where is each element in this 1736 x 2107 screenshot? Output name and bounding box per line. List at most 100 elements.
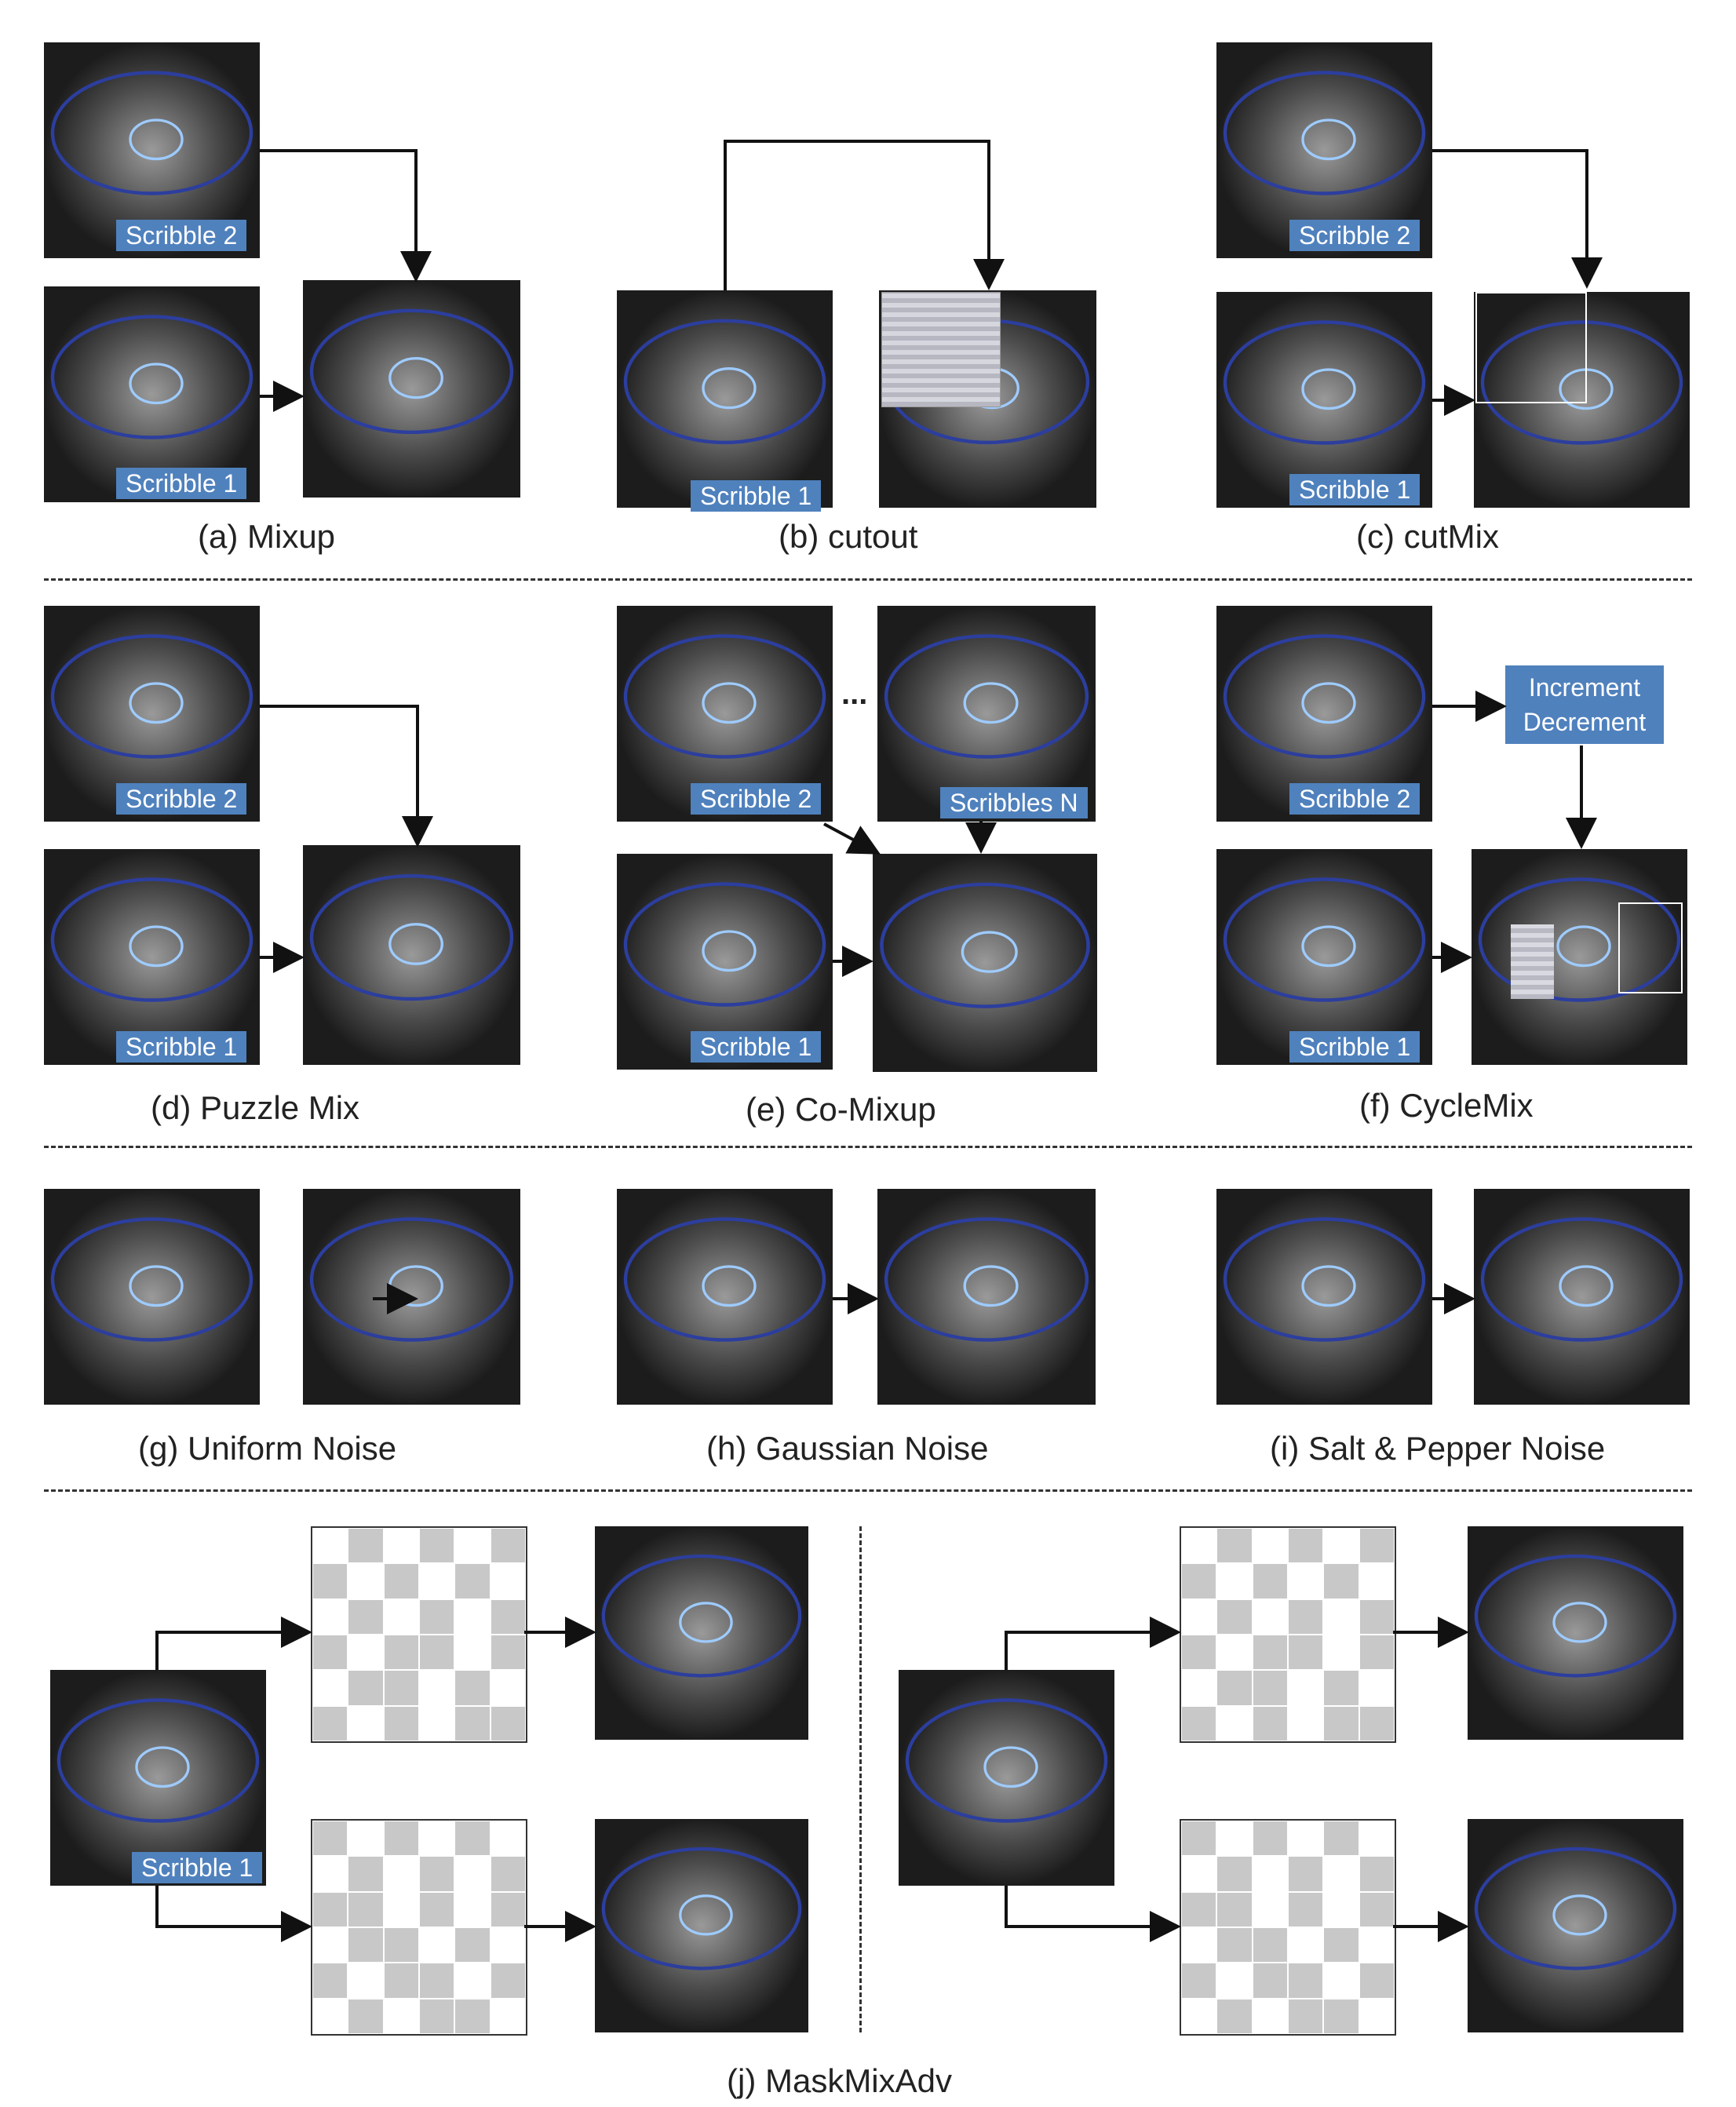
mask-cell bbox=[312, 1856, 348, 1892]
mask-cell bbox=[454, 1528, 491, 1564]
mask-cell bbox=[1181, 1670, 1217, 1706]
mask-cell bbox=[383, 1670, 419, 1706]
mask-cell bbox=[383, 1634, 419, 1671]
masked-heatmap-top-right bbox=[1468, 1526, 1683, 1740]
mri-image-i-noisy bbox=[1474, 1189, 1690, 1405]
mri-image-j-scribble1 bbox=[50, 1670, 266, 1886]
mri-image-d-mixed bbox=[303, 845, 520, 1065]
mri-image-h-noisy bbox=[877, 1189, 1096, 1405]
mask-cell bbox=[348, 1563, 384, 1599]
mask-cell bbox=[1216, 1998, 1253, 2034]
mask-cell bbox=[1323, 1963, 1359, 1999]
mask-cell bbox=[454, 1670, 491, 1706]
mask-cell bbox=[418, 1705, 455, 1741]
mask-cell bbox=[1323, 1856, 1359, 1892]
mask-cell bbox=[312, 1891, 348, 1927]
mask-cell bbox=[1252, 1998, 1288, 2034]
mask-cell bbox=[1181, 1821, 1217, 1857]
mask-cell bbox=[1359, 1670, 1395, 1706]
scribble2-label-a: Scribble 2 bbox=[116, 220, 247, 251]
mri-texture bbox=[873, 854, 1097, 1072]
mask-cell bbox=[490, 1705, 526, 1741]
mask-cell bbox=[418, 1528, 455, 1564]
mask-cell bbox=[312, 1598, 348, 1635]
mask-cell bbox=[1216, 1891, 1253, 1927]
caption-i: (i) Salt & Pepper Noise bbox=[1270, 1430, 1606, 1467]
mask-cell bbox=[1287, 1963, 1324, 1999]
mri-texture bbox=[44, 1189, 260, 1405]
decrement-label: Decrement bbox=[1523, 708, 1647, 736]
scribble2-label-d: Scribble 2 bbox=[116, 783, 247, 815]
mask-cell bbox=[1252, 1856, 1288, 1892]
mask-cell bbox=[1323, 1705, 1359, 1741]
mask-cell bbox=[383, 1963, 419, 1999]
arrow-b bbox=[724, 140, 1005, 290]
caption-h: (h) Gaussian Noise bbox=[706, 1430, 989, 1467]
masked-heatmap-bottom-right bbox=[1468, 1819, 1683, 2032]
mask-cell bbox=[1287, 1927, 1324, 1963]
mask-cell bbox=[1181, 1563, 1217, 1599]
increment-decrement-box: Increment Decrement bbox=[1505, 665, 1664, 744]
mask-cell bbox=[383, 1598, 419, 1635]
mask-cell bbox=[1287, 1634, 1324, 1671]
mask-cell bbox=[1252, 1563, 1288, 1599]
mask-cell bbox=[1252, 1821, 1288, 1857]
mask-cell bbox=[1216, 1821, 1253, 1857]
mask-cell bbox=[418, 1891, 455, 1927]
vertical-divider bbox=[859, 1526, 862, 2032]
mask-cell bbox=[454, 1927, 491, 1963]
mask-cell bbox=[1359, 1598, 1395, 1635]
divider-2 bbox=[44, 1146, 1692, 1148]
mri-texture bbox=[617, 1189, 833, 1405]
mask-cell bbox=[1252, 1634, 1288, 1671]
mask-cell bbox=[383, 1528, 419, 1564]
mask-cell bbox=[312, 1998, 348, 2034]
mri-texture bbox=[1468, 1819, 1683, 2032]
mask-grid-bottom-right bbox=[1180, 1819, 1396, 2036]
mask-cell bbox=[490, 1528, 526, 1564]
caption-d: (d) Puzzle Mix bbox=[151, 1089, 360, 1126]
mask-cell bbox=[1323, 1998, 1359, 2034]
mri-texture bbox=[1472, 849, 1687, 1065]
mri-image-a-mixed bbox=[303, 280, 520, 498]
mask-cell bbox=[1216, 1670, 1253, 1706]
mask-cell bbox=[1252, 1528, 1288, 1564]
cutmix-patch-border bbox=[1475, 292, 1587, 403]
mask-cell bbox=[348, 1528, 384, 1564]
mri-image-e-scribblesN bbox=[877, 606, 1096, 822]
mri-texture bbox=[1474, 292, 1690, 508]
mri-texture bbox=[877, 1189, 1096, 1405]
mask-cell bbox=[1181, 1998, 1217, 2034]
mask-cell bbox=[1181, 1856, 1217, 1892]
scribble1-label-c: Scribble 1 bbox=[1289, 474, 1421, 505]
scribble2-label-f: Scribble 2 bbox=[1289, 783, 1421, 815]
scribble2-label-c: Scribble 2 bbox=[1289, 220, 1421, 251]
mask-cell bbox=[348, 1634, 384, 1671]
mri-image-h-original bbox=[617, 1189, 833, 1405]
mask-cell bbox=[1287, 1998, 1324, 2034]
mask-cell bbox=[383, 1891, 419, 1927]
mask-grid-top-right bbox=[1180, 1526, 1396, 1743]
caption-c: (c) cutMix bbox=[1356, 518, 1499, 555]
mask-cell bbox=[1287, 1598, 1324, 1635]
scribble1-label-j: Scribble 1 bbox=[132, 1852, 263, 1883]
mri-texture bbox=[1468, 1526, 1683, 1740]
mask-cell bbox=[348, 1856, 384, 1892]
caption-e: (e) Co-Mixup bbox=[746, 1091, 936, 1128]
mask-cell bbox=[312, 1563, 348, 1599]
mask-cell bbox=[1359, 1705, 1395, 1741]
mask-cell bbox=[490, 1670, 526, 1706]
caption-j: (j) MaskMixAdv bbox=[727, 2062, 953, 2099]
mask-cell bbox=[1323, 1927, 1359, 1963]
caption-a: (a) Mixup bbox=[198, 518, 336, 555]
caption-g: (g) Uniform Noise bbox=[138, 1430, 397, 1467]
mask-cell bbox=[418, 1998, 455, 2034]
mask-cell bbox=[490, 1891, 526, 1927]
mri-texture bbox=[899, 1670, 1114, 1886]
mask-cell bbox=[1181, 1528, 1217, 1564]
mask-cell bbox=[1181, 1927, 1217, 1963]
arrow-d-down bbox=[260, 705, 433, 848]
mask-cell bbox=[454, 1634, 491, 1671]
mri-texture bbox=[595, 1526, 808, 1740]
mask-cell bbox=[383, 1705, 419, 1741]
